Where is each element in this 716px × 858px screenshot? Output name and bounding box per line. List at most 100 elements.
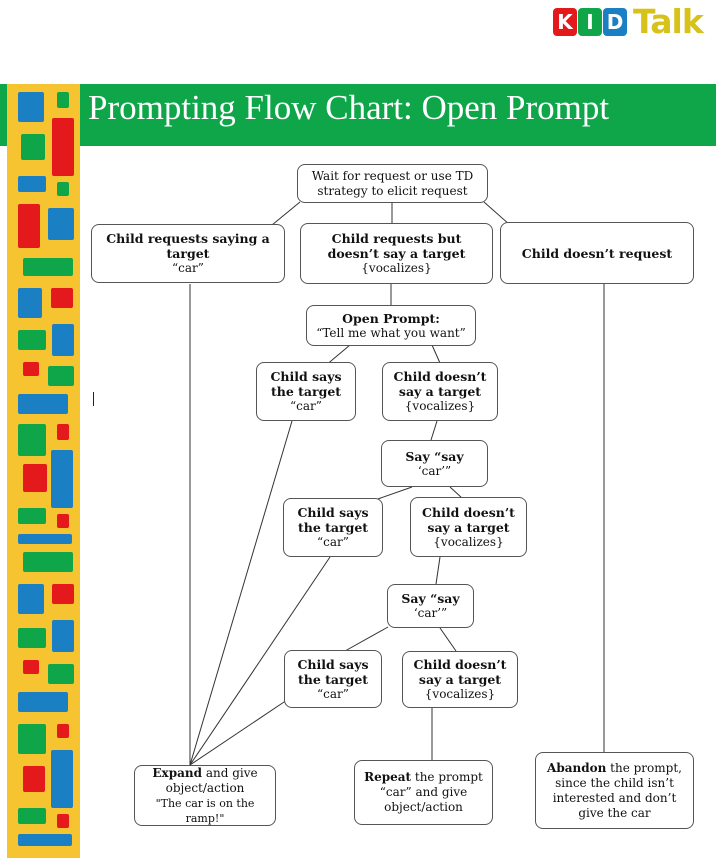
text-cursor — [93, 392, 94, 406]
connector — [430, 420, 438, 441]
node-text: target — [166, 246, 210, 261]
deco-block — [52, 118, 74, 176]
node-text: strategy to elicit request — [317, 183, 468, 198]
deco-block — [52, 584, 74, 604]
deco-block — [23, 766, 45, 792]
deco-block — [52, 620, 74, 652]
node-text: since the child isn’t — [555, 775, 674, 790]
deco-block — [51, 288, 73, 308]
logo-letter-d: D — [603, 8, 627, 36]
connector — [189, 697, 291, 766]
node-child-says-target-1: Child says the target “car” — [256, 362, 356, 421]
deco-block — [57, 814, 69, 828]
deco-block — [18, 288, 42, 318]
node-text: and give — [202, 765, 258, 780]
node-repeat: Repeat the prompt “car” and give object/… — [354, 760, 493, 825]
deco-block — [18, 692, 68, 712]
deco-block — [18, 584, 44, 614]
kidtalk-logo: K I D Talk — [553, 2, 711, 42]
node-text: “car” — [317, 535, 349, 549]
node-text: Child requests saying a — [106, 231, 270, 246]
deco-block — [57, 424, 69, 440]
node-text: Expand and give — [152, 766, 257, 781]
deco-block — [18, 724, 46, 754]
node-text: object/action — [384, 800, 463, 814]
node-child-says-target-2: Child says the target “car” — [283, 498, 383, 557]
node-text: Repeat the prompt — [364, 770, 483, 785]
deco-block — [18, 628, 46, 648]
deco-block — [18, 176, 46, 192]
node-child-requests-but: Child requests but doesn’t say a target … — [300, 223, 493, 284]
deco-block — [18, 534, 72, 544]
connector — [431, 344, 441, 364]
deco-block — [18, 204, 40, 248]
node-child-doesnt-say-2: Child doesn’t say a target {vocalizes} — [410, 497, 527, 557]
connector — [271, 201, 301, 226]
node-text: {vocalizes} — [424, 687, 496, 701]
page-title: Prompting Flow Chart: Open Prompt — [88, 88, 610, 127]
deco-block — [23, 258, 73, 276]
deco-block — [51, 750, 73, 808]
node-text: {vocalizes} — [404, 399, 476, 413]
deco-block — [18, 424, 46, 456]
node-text: the target — [297, 520, 369, 535]
node-expand: Expand and give object/action "The car i… — [134, 765, 276, 826]
node-text: the prompt, — [606, 760, 682, 775]
node-text: "The car is on the ramp!" — [155, 796, 255, 825]
deco-block — [18, 330, 46, 350]
node-say-say-car-1: Say “say ‘car’” — [381, 440, 488, 487]
node-child-requests-target: Child requests saying a target “car” — [91, 224, 285, 283]
node-say-say-car-2: Say “say ‘car’” — [387, 584, 474, 628]
deco-block — [57, 182, 69, 196]
deco-block — [23, 660, 39, 674]
node-text: say a target — [427, 519, 510, 535]
logo-letter-k: K — [553, 8, 577, 36]
deco-block — [57, 514, 69, 528]
node-wait-for-request: Wait for request or use TD strategy to e… — [297, 164, 488, 203]
node-text: Child says — [297, 505, 369, 520]
deco-block — [21, 134, 45, 160]
node-text: say a target — [418, 672, 502, 687]
deco-block — [57, 92, 69, 108]
deco-block — [23, 552, 73, 572]
deco-block — [51, 450, 73, 508]
node-text: “car” — [172, 261, 204, 275]
node-text: give the car — [578, 805, 651, 820]
node-text: {vocalizes} — [433, 534, 504, 549]
deco-block — [23, 362, 39, 376]
node-text: interested and don’t — [552, 790, 677, 805]
logo-talk: Talk — [633, 2, 704, 41]
node-child-doesnt-request: Child doesn’t request — [500, 222, 694, 284]
node-text: Wait for request or use TD — [311, 168, 474, 183]
connector — [483, 201, 511, 226]
deco-block — [18, 92, 44, 122]
node-child-doesnt-say-1: Child doesn’t say a target {vocalizes} — [382, 362, 498, 421]
connector — [374, 486, 413, 501]
node-text: doesn’t say a target — [327, 246, 466, 261]
deco-block — [18, 808, 46, 824]
deco-block — [18, 394, 68, 414]
node-text: Say “say — [405, 448, 464, 464]
node-text: Child requests but — [331, 231, 462, 246]
node-text: the target — [297, 671, 369, 687]
connector — [189, 420, 293, 766]
connector — [435, 556, 441, 585]
node-text: Say “say — [401, 591, 460, 606]
deco-block — [18, 508, 46, 524]
node-text: ‘car’” — [413, 606, 448, 620]
node-text: Child doesn’t — [393, 369, 487, 384]
node-text: Abandon the prompt, — [547, 761, 682, 776]
node-text-bold: Repeat — [364, 770, 412, 784]
node-text: ‘car’” — [417, 463, 452, 478]
connector — [344, 626, 389, 652]
deco-block — [18, 834, 72, 846]
node-text: the target — [270, 384, 342, 399]
decorative-block-strip — [7, 84, 80, 858]
deco-block — [57, 724, 69, 738]
node-text: “Tell me what you want” — [316, 325, 466, 340]
node-text: Child says — [297, 656, 369, 672]
node-text: Child doesn’t — [422, 504, 515, 520]
connector — [439, 627, 457, 652]
node-child-says-target-3: Child says the target “car” — [284, 650, 382, 708]
